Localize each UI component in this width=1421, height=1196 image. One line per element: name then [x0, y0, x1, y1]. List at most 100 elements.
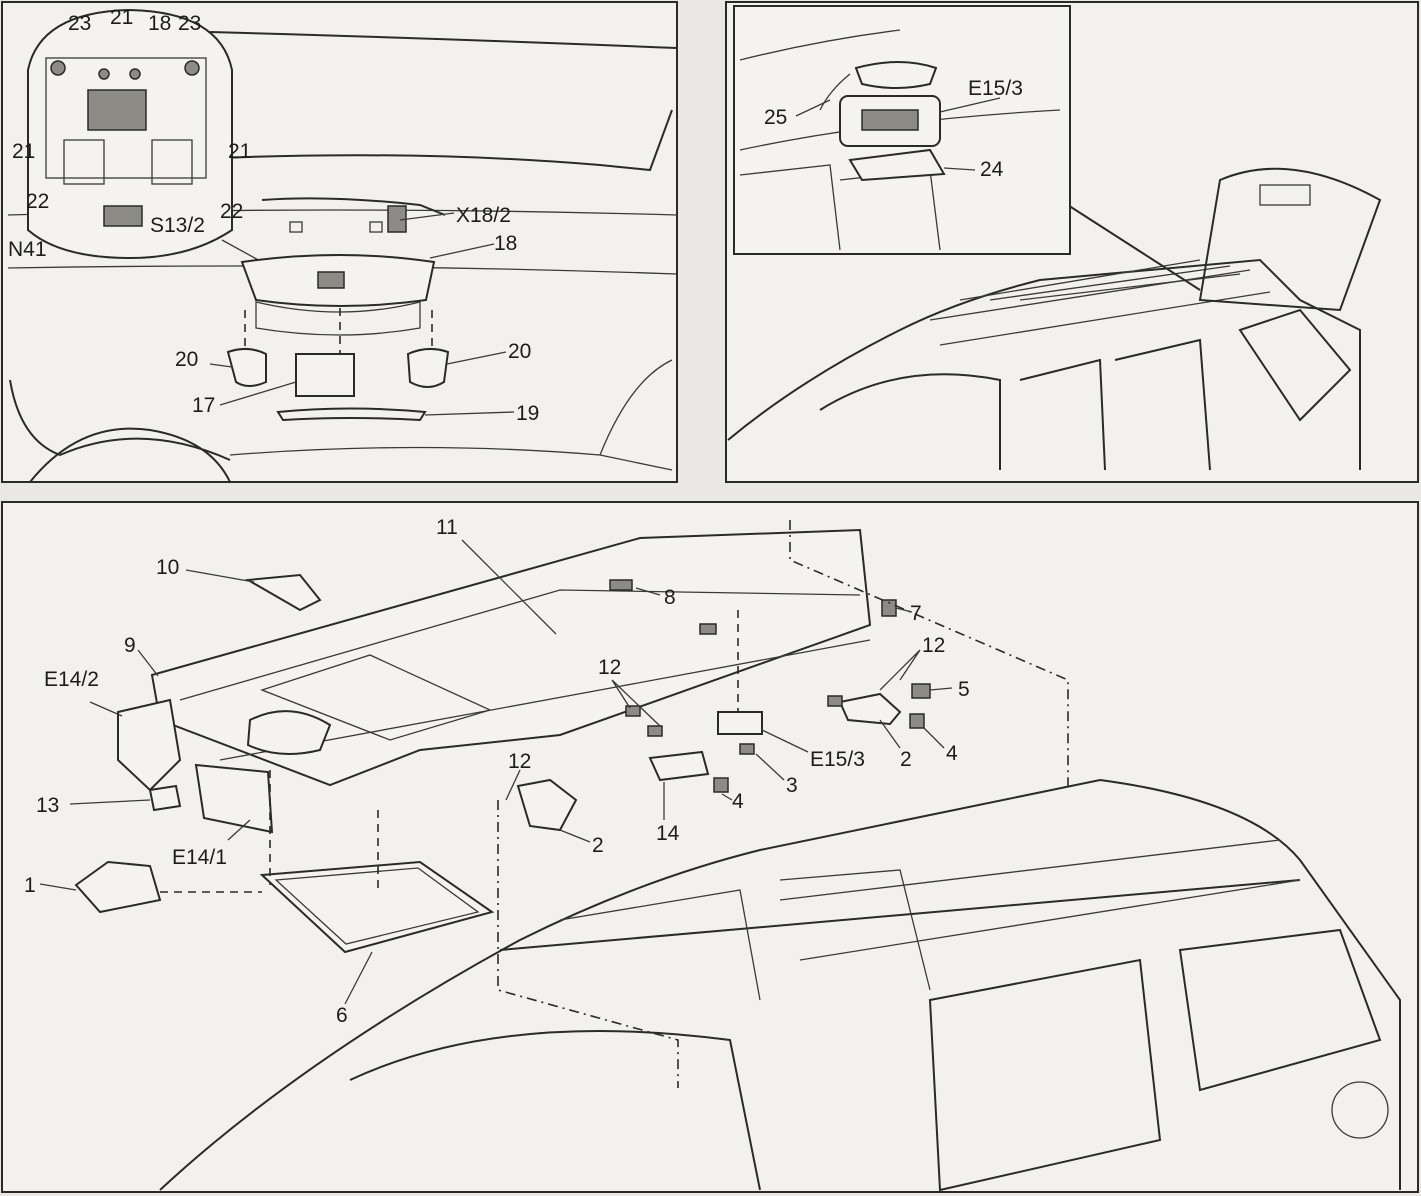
label-20-left: 20 [175, 348, 198, 371]
leader-11 [461, 539, 557, 635]
leader-1 [39, 883, 77, 891]
car-rear-door-window [1178, 928, 1382, 1092]
car-front-door-window [928, 958, 1162, 1192]
leader-20-right [446, 351, 507, 365]
car-roof-rails-lower [779, 839, 1301, 961]
leader-8 [635, 587, 661, 596]
leader-25 [795, 99, 831, 117]
label-22-right: 22 [220, 200, 243, 223]
leader-7 [895, 607, 913, 613]
leader-e153-top [939, 97, 1001, 113]
part-14 [648, 750, 710, 782]
leader-12-b [879, 649, 921, 691]
label-n41: N41 [8, 238, 47, 261]
inset-leader-line [221, 239, 263, 263]
part-e14-1-visor [194, 763, 274, 834]
console-clip-b [369, 221, 383, 233]
leader-3 [755, 753, 785, 781]
label-23-right: 23 [178, 12, 201, 35]
console-inset-lamp-right [151, 139, 193, 185]
label-1: 1 [24, 874, 36, 897]
console-inset-screw-tl [50, 60, 66, 76]
part-13-mirror [148, 784, 182, 812]
part-19 [276, 407, 427, 422]
leader-e15-3 [761, 729, 809, 753]
label-11: 11 [436, 516, 458, 539]
dashboard-line [229, 446, 673, 471]
console-assembly-lines [244, 308, 433, 355]
console-inset-screw-a [98, 68, 110, 80]
car-windshield-lower [349, 1030, 761, 1191]
car-tailgate-open [1198, 167, 1382, 312]
label-25: 25 [764, 106, 787, 129]
car-side-windows [1019, 338, 1211, 471]
label-17: 17 [192, 394, 215, 417]
label-19: 19 [516, 402, 539, 425]
inset-wire [819, 73, 851, 111]
console-inset-lamp-left [63, 139, 105, 185]
label-14: 14 [656, 822, 680, 845]
leader-12-a [611, 679, 661, 727]
windscreen-frame [219, 109, 673, 172]
label-18: 18 [494, 232, 517, 255]
label-23-left: 23 [68, 12, 91, 35]
label-21-top: 21 [110, 6, 133, 29]
console-inset-screw-b [129, 68, 141, 80]
car-roof-profile [727, 258, 1361, 470]
label-3: 3 [786, 774, 798, 797]
label-18-inset: 18 [148, 12, 171, 35]
part-4-rear [909, 713, 925, 729]
leader-5 [929, 687, 953, 691]
leader-6 [344, 951, 373, 1005]
console-lower-tray [255, 301, 421, 336]
label-2-rear: 2 [900, 748, 912, 771]
console-upper-rail [261, 197, 446, 216]
part-6-inner [274, 867, 480, 945]
console-inset-screw-tr [184, 60, 200, 76]
label-12-a: 12 [598, 656, 621, 679]
label-20-right: 20 [508, 340, 531, 363]
headliner-console-mount [246, 710, 332, 755]
part-17 [295, 353, 355, 397]
car-windows-upper [559, 869, 931, 1001]
leader-2-rear [879, 719, 901, 749]
part-10 [244, 573, 322, 612]
label-12-c: 12 [508, 750, 531, 773]
console-inset-module [87, 89, 147, 131]
label-e14-1: E14/1 [172, 846, 227, 869]
panel-headliner [1, 501, 1419, 1193]
part-12-clip-b [647, 725, 663, 737]
leader-4-front [721, 793, 733, 801]
inset-cover-24 [848, 148, 946, 182]
leader-19 [424, 411, 515, 416]
leader-x182 [399, 212, 455, 221]
leader-18 [429, 243, 495, 259]
label-2-front: 2 [592, 834, 604, 857]
console-inset-housing [45, 57, 207, 179]
part-20-right [406, 348, 450, 388]
assembly-line-rear [789, 520, 1069, 790]
label-21-left: 21 [12, 140, 35, 163]
part-4-front [713, 777, 729, 793]
leader-10 [185, 569, 255, 583]
headliner-wire-harness-b [219, 639, 871, 761]
part-20-left [226, 348, 267, 387]
rear-light-leader [1059, 199, 1201, 291]
part-6-sunroof-seal [259, 860, 495, 954]
part-3 [739, 743, 755, 755]
label-13: 13 [36, 794, 59, 817]
leader-20-left [209, 363, 233, 368]
leader-24 [943, 167, 976, 171]
label-e14-2: E14/2 [44, 668, 99, 691]
leader-4-rear [923, 727, 945, 749]
inset-lens-25 [854, 61, 938, 89]
leader-17 [219, 381, 297, 406]
headliner-wire-harness-a [179, 589, 861, 701]
part-2-handle-front [516, 778, 578, 832]
label-21-right: 21 [228, 140, 251, 163]
car-body-outline [159, 778, 1401, 1191]
part-e15-3-lamp [717, 711, 763, 735]
panel-rear-light [725, 1, 1419, 483]
